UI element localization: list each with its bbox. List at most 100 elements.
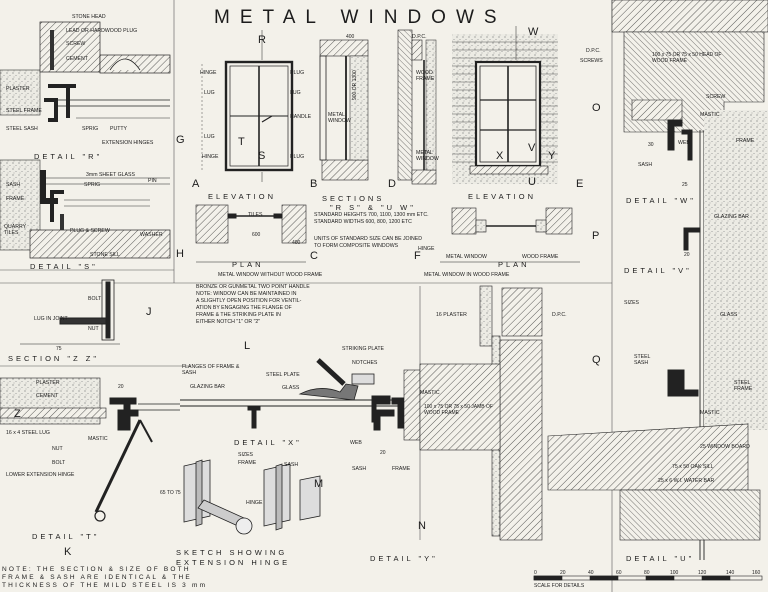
scale-tick-60: 60 (616, 570, 622, 576)
label-striking-plate: STRIKING PLATE (342, 346, 384, 352)
label-screws: SCREWS (580, 58, 603, 64)
label-bolt-t: BOLT (52, 460, 66, 466)
elevation-window-2 (452, 26, 558, 184)
label-sash-right: SASH (638, 162, 653, 168)
label-steel-sash-u: STEEL SASH (634, 354, 651, 366)
page-title: METAL WINDOWS (214, 7, 507, 28)
label-mastic-u: MASTIC (700, 410, 720, 416)
label-extension-hinges: EXTENSION HINGES (102, 140, 154, 146)
sections-caption-sub: "R S" & "U W" (330, 203, 416, 212)
handle-note-1: BRONZE OR GUNMETAL TWO POINT HANDLE (196, 284, 310, 290)
label-screw-right: SCREW (706, 94, 726, 100)
letter-z: Z (14, 408, 22, 420)
dim-20-v: 20 (684, 252, 690, 258)
label-sheet-glass: 3mm SHEET GLASS (86, 172, 135, 178)
label-hinge-2: HINGE (202, 154, 219, 160)
label-steel-plate: STEEL PLATE (266, 372, 300, 378)
units-line-1: UNITS OF STANDARD SIZE CAN BE JOINED (314, 236, 422, 242)
label-notches: NOTCHES (352, 360, 378, 366)
plan-subcaption-2: METAL WINDOW IN WOOD FRAME (424, 272, 510, 278)
letter-l: L (244, 340, 252, 352)
scale-tick-40: 40 (588, 570, 594, 576)
label-metal-window-1: METAL WINDOW (328, 112, 351, 124)
label-sprig-2: SPRIG (84, 182, 101, 188)
label-steel-frame-u: STEEL FRAME (734, 380, 753, 392)
plan-caption-2: PLAN (498, 260, 530, 269)
label-stone-sill: STONE SILL (90, 252, 120, 258)
label-oak-sill: 75 x 50 OAK SILL (672, 464, 714, 470)
label-plaster-16: 16 PLASTER (436, 312, 467, 318)
scale-bar (533, 575, 763, 581)
label-steel-lug: 16 x 4 STEEL LUG (6, 430, 50, 436)
letter-r: R (258, 34, 267, 46)
label-frame: FRAME (6, 196, 25, 202)
right-details (547, 0, 768, 560)
label-nut-t: NUT (52, 446, 63, 452)
scale-label: SCALE FOR DETAILS (534, 583, 585, 589)
detail-x-drawing (180, 358, 421, 441)
label-frame-x: FRAME (392, 466, 411, 472)
scale-tick-80: 80 (644, 570, 650, 576)
extension-hinge-sketch (183, 459, 321, 535)
letter-t: T (238, 136, 246, 148)
label-pin: PIN (148, 178, 157, 184)
elevation-caption-2: ELEVATION (468, 192, 536, 201)
plan-caption-1: PLAN (232, 260, 264, 269)
scale-tick-120: 120 (698, 570, 707, 576)
label-water-bar: 25 x 6 W.I. WATER BAR (658, 478, 715, 484)
standard-widths: STANDARD WIDTHS 600, 800, 1200 ETC (314, 219, 412, 225)
scale-tick-100: 100 (670, 570, 679, 576)
plan-drawings (195, 204, 580, 263)
standard-heights: STANDARD HEIGHTS 700, 1100, 1300 mm ETC. (314, 212, 429, 218)
label-cement-t: CEMENT (36, 393, 58, 399)
dim-600: 600 (252, 232, 261, 238)
label-head-wood-frame: 100 x 75 OR 75 x 50 HEAD OF WOOD FRAME (652, 52, 722, 64)
dim-400-plan: 400 (292, 240, 301, 246)
detail-r-caption: DETAIL "R" (34, 152, 103, 161)
label-glazing-bar-x: GLAZING BAR (190, 384, 225, 390)
label-mastic-y: MASTIC (420, 390, 440, 396)
label-lug-1: LUG (204, 90, 215, 96)
label-glazing-bar-v: GLAZING BAR (714, 214, 749, 220)
letter-o: O (592, 102, 602, 114)
letter-e: E (576, 178, 585, 190)
label-metal-window-plan: METAL WINDOW (446, 254, 487, 260)
detail-t-drawing (0, 377, 180, 522)
dim-30-w: 30 (648, 142, 654, 148)
label-quarry-tiles: QUARRY TILES (4, 224, 27, 236)
units-line-2: TO FORM COMPOSITE WINDOWS (314, 243, 399, 249)
letter-s: S (258, 150, 267, 162)
label-nut-zz: NUT (88, 326, 99, 332)
label-hinge-plan: HINGE (418, 246, 435, 252)
sketch-title-line1: SKETCH SHOWING (176, 548, 288, 557)
label-wood-frame-1: WOOD FRAME (416, 70, 435, 82)
letter-n: N (418, 520, 427, 532)
handle-note-5: FRAME & THE STRIKING PLATE IN (196, 312, 281, 318)
letter-b: B (310, 178, 319, 190)
label-stone-head: STONE HEAD (72, 14, 106, 20)
label-screw: SCREW (66, 41, 86, 47)
label-sizes-v: SIZES (624, 300, 639, 306)
label-washer: WASHER (140, 232, 163, 238)
letter-q: Q (592, 354, 602, 366)
label-jamb: 100 x 75 OR 75 x 50 JAMB OF WOOD FRAME (424, 404, 493, 416)
label-handle: HANDLE (290, 114, 312, 120)
dim-400-top: 400 (346, 34, 355, 40)
label-dpc-3: D.P.C. (552, 312, 567, 318)
detail-s-drawing (0, 159, 171, 259)
letter-h: H (176, 248, 185, 260)
section-zz-caption: SECTION "Z Z" (8, 354, 99, 363)
label-mastic-t: MASTIC (88, 436, 108, 442)
label-plug-2: PLUG (290, 154, 305, 160)
scale-tick-0: 0 (534, 570, 537, 576)
note-line-3: THICKNESS OF THE MILD STEEL IS 3 mm (2, 582, 208, 589)
letter-g: G (176, 134, 186, 146)
label-hinge-sketch: HINGE (246, 500, 263, 506)
dim-20-x: 20 (380, 450, 386, 456)
label-sash-sketch: SASH (284, 462, 299, 468)
detail-r-drawing (0, 21, 171, 122)
detail-w-caption: DETAIL "W" (626, 196, 696, 205)
label-frame-right: FRAME (736, 138, 755, 144)
